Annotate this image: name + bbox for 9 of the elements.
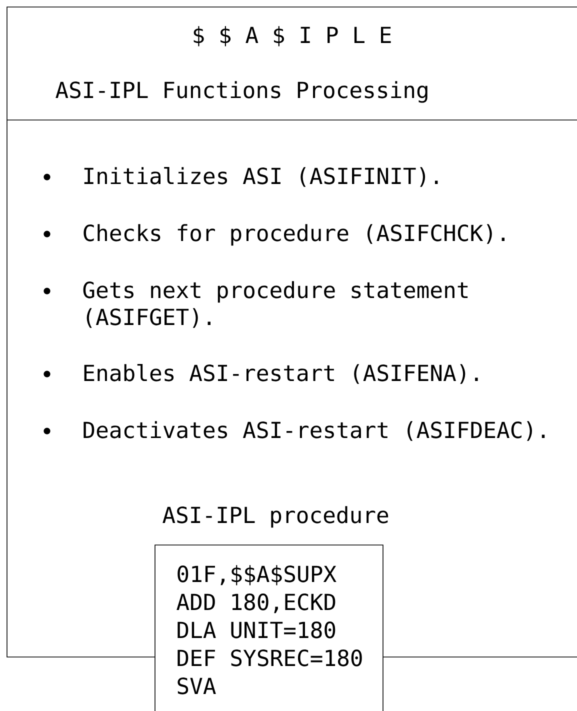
code-box: 01F,$$A$SUPX ADD 180,ECKD DLA UNIT=180 DEF SYSREC=180 SVA bbox=[154, 544, 384, 711]
box-label: ASI-IPL procedure bbox=[162, 506, 388, 528]
bullet-item: Gets next procedure statement (ASIFGET). bbox=[44, 281, 468, 328]
bullet-item: Initializes ASI (ASIFINIT). bbox=[44, 167, 438, 187]
title: $ $ A $ I P L E bbox=[194, 26, 391, 46]
bullet-item: Deactivates ASI-restart (ASIFDEAC). bbox=[44, 421, 545, 441]
subtitle: ASI-IPL Functions Processing bbox=[56, 81, 428, 103]
bullet-item: Checks for procedure (ASIFCHCK). bbox=[44, 224, 505, 246]
bullet-item: Enables ASI-restart (ASIFENA). bbox=[44, 364, 478, 384]
